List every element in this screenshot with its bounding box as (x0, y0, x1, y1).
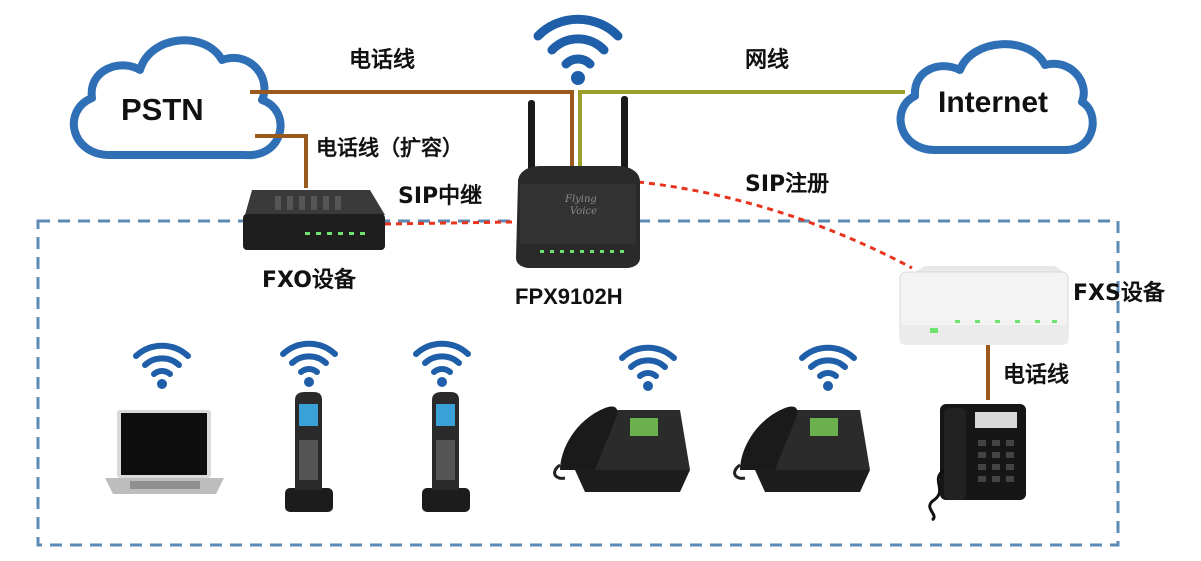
desk-phone-icon (928, 404, 1026, 522)
fxo-box-icon (243, 190, 385, 250)
fxs-box-icon (899, 266, 1069, 345)
ip-phone-icon-2 (733, 406, 870, 492)
laptop-icon (105, 410, 224, 494)
sip-register-line (637, 180, 913, 270)
handset2-wifi-icon (416, 344, 468, 387)
laptop-wifi-icon (136, 346, 188, 389)
phone-line-right-label: 电话线 (1003, 363, 1070, 388)
pstn-label: PSTN (121, 92, 204, 127)
phone-line-expand-label: 电话线（扩容） (316, 136, 463, 160)
ipphone2-wifi-icon (802, 348, 854, 391)
handset1-wifi-icon (283, 344, 335, 387)
network-line-label: 网线 (745, 48, 790, 73)
gateway-wifi-icon (538, 19, 618, 85)
gateway-brand-1: Flying (564, 194, 597, 205)
router-icon: Flying Voice (516, 96, 640, 268)
phone-line-pstn-gateway (250, 90, 574, 172)
sip-register-label: SIP注册 (745, 172, 830, 197)
internet-label: Internet (938, 86, 1049, 119)
sip-trunk-label: SIP中继 (398, 184, 483, 209)
gateway-label: FPX9102H (515, 284, 623, 309)
cordless-phone-icon-2 (422, 392, 470, 512)
phone-line-top-label: 电话线 (349, 48, 416, 73)
ip-phone-icon-1 (553, 406, 690, 492)
network-line-internet-gateway (578, 90, 905, 172)
fxs-label: FXS设备 (1073, 281, 1165, 306)
gateway-brand-2: Voice (570, 206, 597, 217)
fxo-label: FXO设备 (262, 268, 356, 293)
cordless-phone-icon-1 (285, 392, 333, 512)
pstn-cloud-icon (70, 36, 285, 160)
phone-line-pstn-fxo (255, 134, 308, 188)
internet-cloud-icon (896, 40, 1097, 154)
ipphone1-wifi-icon (622, 348, 674, 391)
